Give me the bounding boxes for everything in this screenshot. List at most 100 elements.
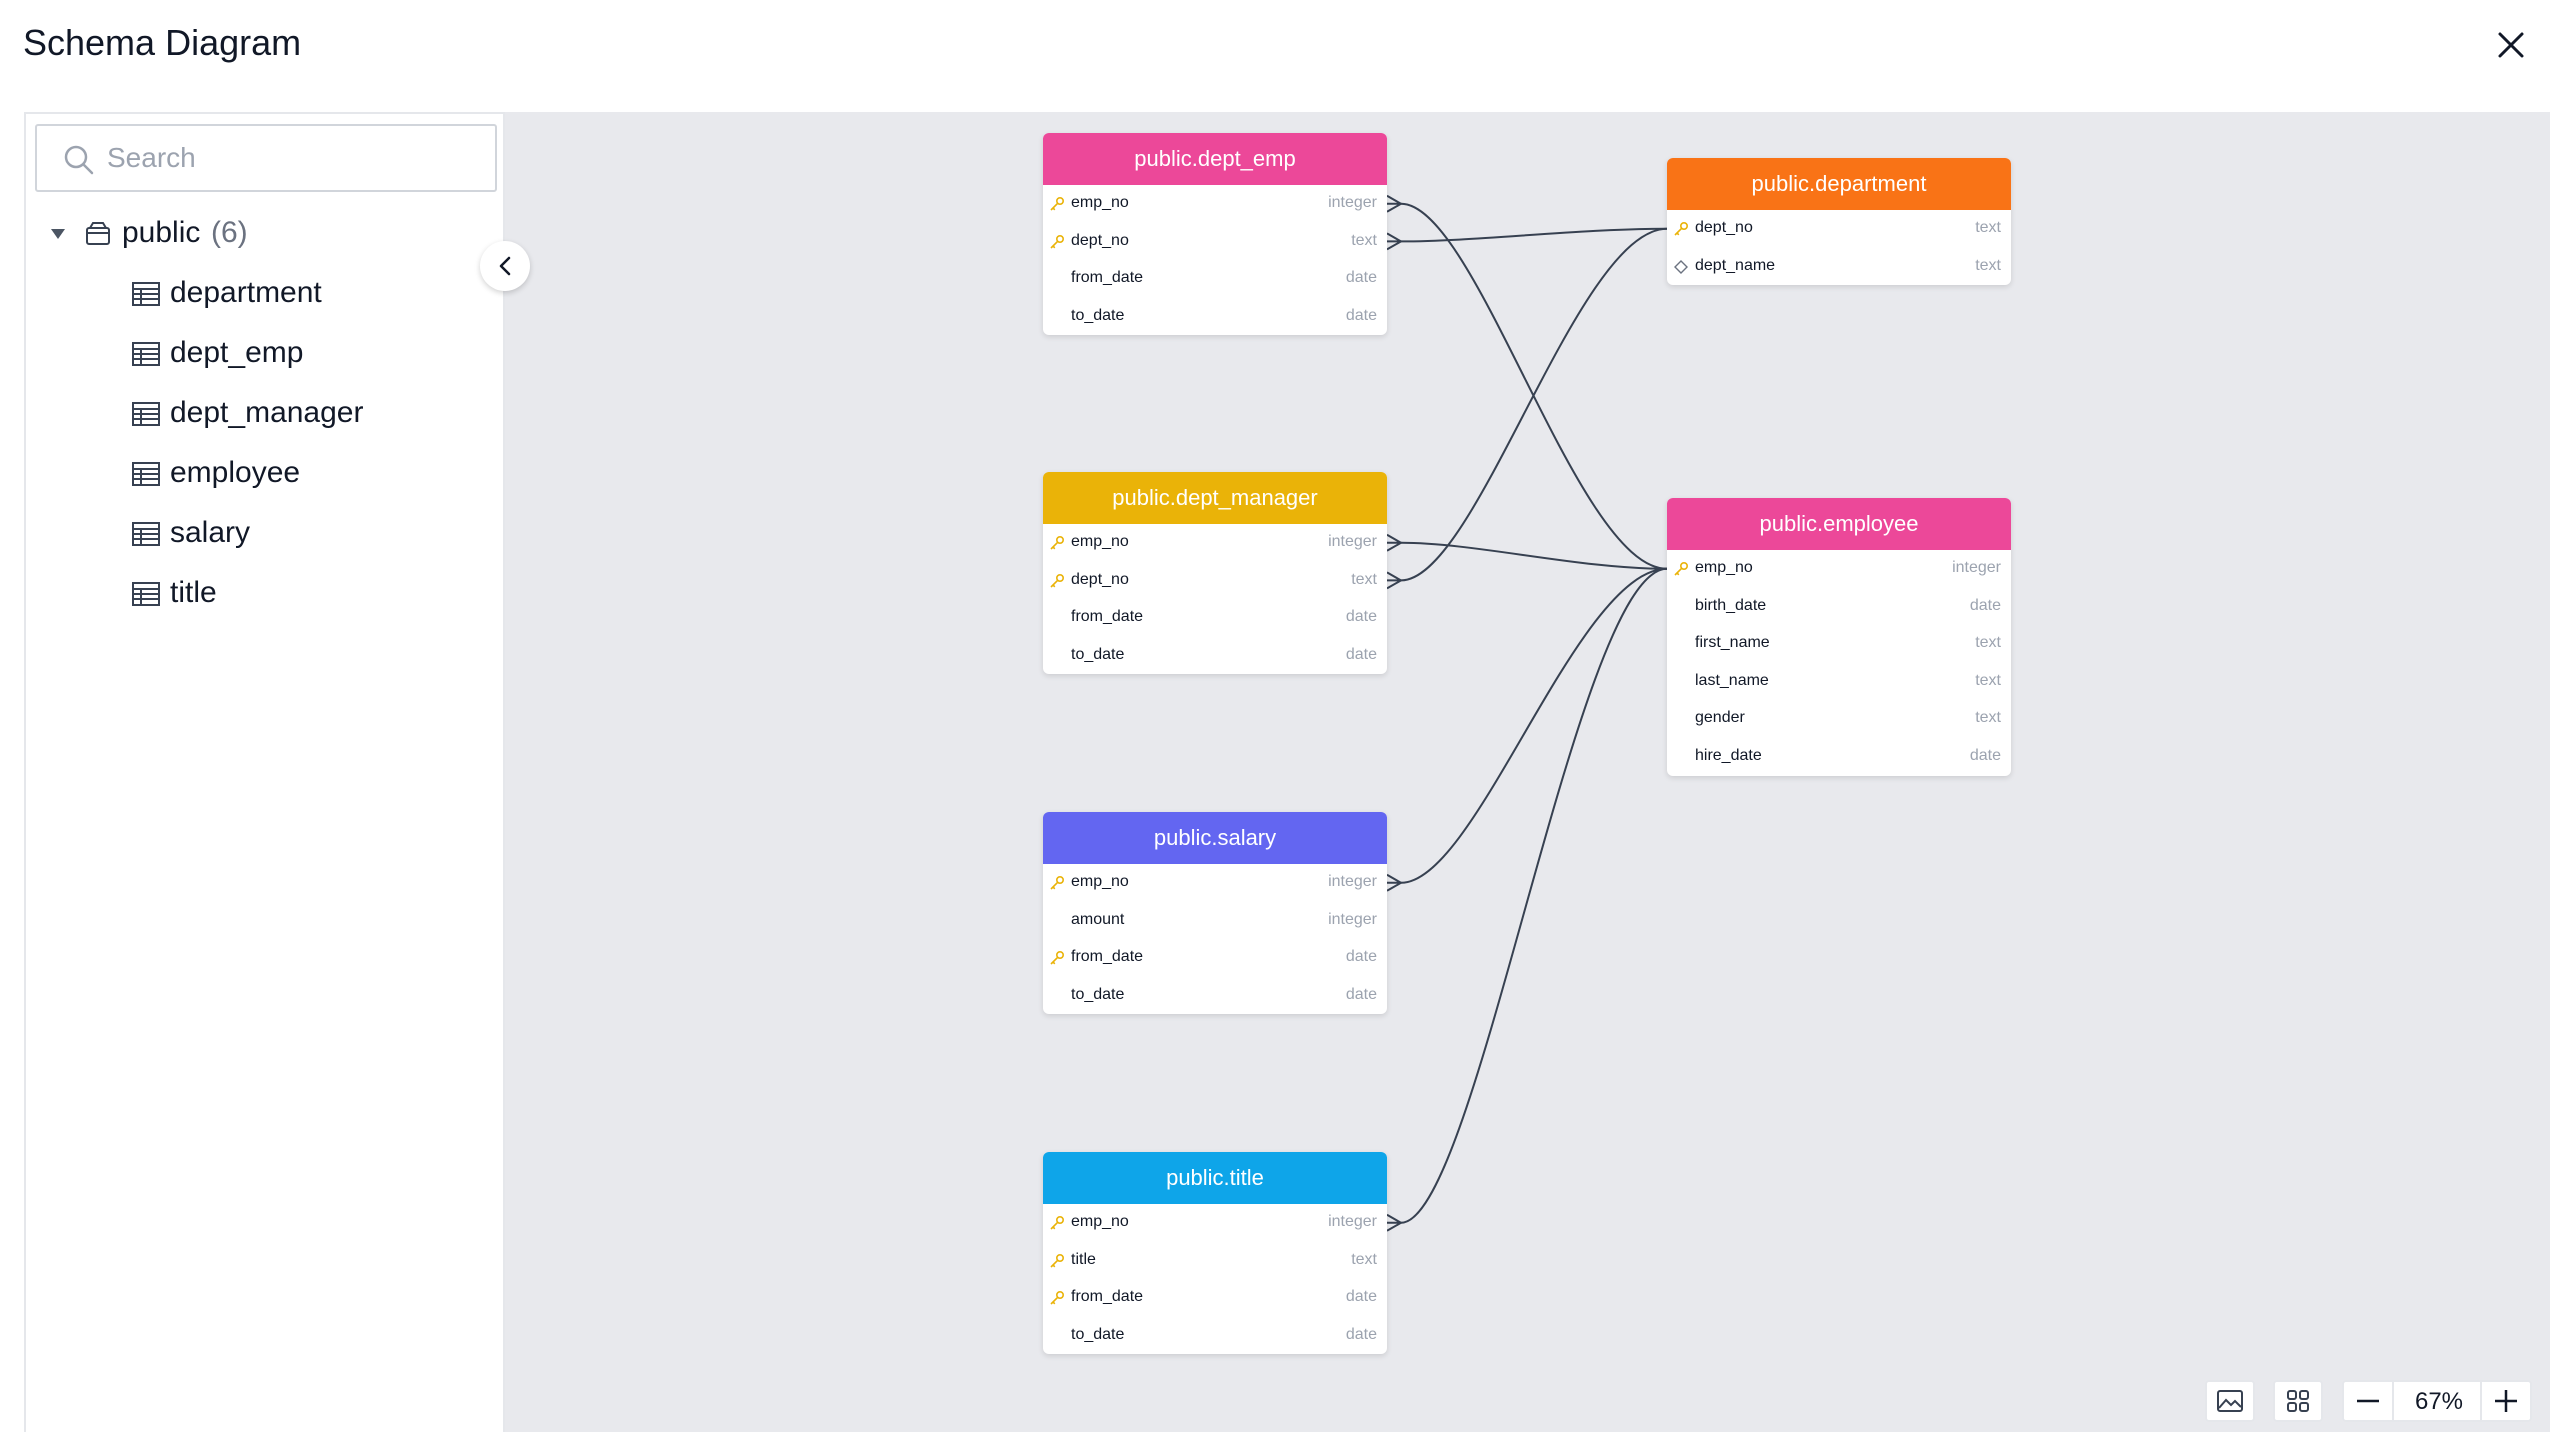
relation-line[interactable] [1400,227,1668,582]
table-node-header[interactable]: public.salary [1043,812,1387,864]
key-icon [1674,221,1689,236]
column-type: date [1345,985,1377,1003]
tree-item-label: salary [170,516,251,549]
grid-icon [2287,1390,2309,1412]
column-name: emp_no [1071,533,1129,550]
tree-item-employee[interactable]: employee [26,450,496,498]
column-type: text [1975,671,2001,689]
crows-foot-marker [1386,533,1404,552]
zoom-in-button[interactable] [2480,1382,2530,1420]
zoom-out-button[interactable] [2344,1382,2394,1420]
column-type: integer [1328,1213,1377,1230]
relation-line[interactable] [1400,202,1668,570]
column-name: gender [1695,709,1745,727]
tree-schema-public[interactable]: public (6) [26,210,496,258]
column-row[interactable]: to_date date [1043,977,1387,1015]
column-row[interactable]: first_name text [1667,625,2011,663]
column-name: emp_no [1071,873,1129,890]
sidebar: public (6) department dept_emp dept_manage… [24,112,505,1432]
column-name: last_name [1695,671,1769,689]
column-row[interactable]: emp_no integer [1667,550,2011,588]
column-name: to_date [1071,985,1125,1003]
column-row[interactable]: emp_no integer [1043,524,1387,562]
collapse-sidebar-button[interactable] [480,241,530,291]
column-type: integer [1328,194,1377,211]
relation-line[interactable] [1400,227,1668,243]
table-node-employee[interactable]: public.employee emp_no integer birth_date da… [1667,498,2011,776]
close-button[interactable] [2490,24,2532,66]
column-row[interactable]: from_date date [1043,939,1387,977]
unique-icon [1674,259,1688,274]
column-type: integer [1952,559,2001,576]
search-icon [64,145,94,175]
key-icon [1050,573,1065,588]
table-node-header[interactable]: public.dept_manager [1043,472,1387,524]
column-name: amount [1071,910,1125,928]
column-name: title [1071,1250,1096,1268]
column-type: date [1969,596,2001,614]
key-icon [1674,561,1689,576]
search-box[interactable] [35,124,497,192]
search-input[interactable] [107,136,487,180]
column-row[interactable]: dept_name text [1667,248,2011,286]
column-type: integer [1328,533,1377,550]
column-row[interactable]: last_name text [1667,663,2011,701]
tree-item-dept-emp[interactable]: dept_emp [26,330,496,378]
column-name: birth_date [1695,596,1767,614]
column-name: emp_no [1071,1213,1129,1230]
crows-foot-marker [1386,873,1404,892]
table-node-header[interactable]: public.department [1667,158,2011,210]
column-row[interactable]: birth_date date [1667,588,2011,626]
close-icon [2498,32,2524,58]
schema-icon [86,222,110,245]
column-name: first_name [1695,634,1770,652]
relation-line[interactable] [1400,567,1668,1224]
tree-item-label: dept_manager [170,396,364,429]
export-image-button[interactable] [2205,1380,2255,1422]
tree-item-dept-manager[interactable]: dept_manager [26,390,496,438]
column-type: text [1975,256,2001,274]
tree-item-label: title [170,576,217,609]
relation-line[interactable] [1400,567,1668,884]
relation-line[interactable] [1400,541,1668,570]
table-node-header[interactable]: public.title [1043,1152,1387,1204]
caret-down-icon[interactable] [50,228,66,240]
column-name: from_date [1071,608,1144,626]
column-type: date [1345,306,1377,324]
auto-layout-button[interactable] [2273,1380,2323,1422]
column-type: date [1345,948,1377,966]
column-name: emp_no [1695,559,1753,576]
column-name: dept_no [1071,570,1129,588]
table-node-header[interactable]: public.dept_emp [1043,133,1387,185]
column-name: dept_no [1695,219,1753,236]
column-name: dept_name [1695,256,1776,274]
column-name: from_date [1071,948,1144,966]
column-row[interactable]: emp_no integer [1043,1204,1387,1242]
table-node-header[interactable]: public.employee [1667,498,2011,550]
column-type: text [1975,634,2001,652]
tree-item-title[interactable]: title [26,570,496,618]
tree-item-department[interactable]: department [26,270,496,318]
tree-item-salary[interactable]: salary [26,510,496,558]
